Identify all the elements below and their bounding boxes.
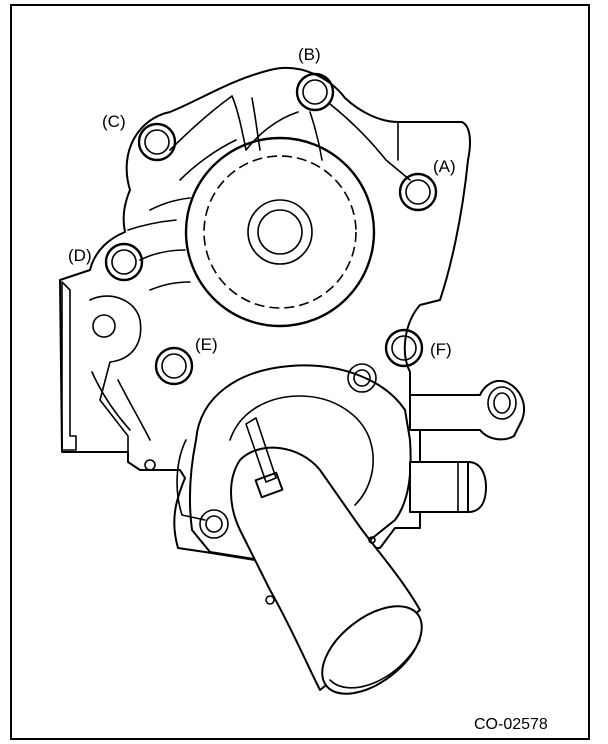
figure-code: CO-02578 xyxy=(474,716,548,733)
outlet-pipe-mouth-rim xyxy=(329,639,421,689)
upper-pipe xyxy=(409,380,525,441)
outlet-pipe-mouth xyxy=(321,605,423,695)
upper-ribs xyxy=(127,95,411,291)
lower-pipe xyxy=(409,461,471,513)
impeller-housing-dashed xyxy=(203,155,357,309)
impeller-hub-outer xyxy=(247,199,313,265)
label-D: (D) xyxy=(68,246,92,265)
bolt-C xyxy=(137,122,177,162)
bolt-E xyxy=(154,346,194,386)
upper-rib-2 xyxy=(179,97,261,181)
small-hole-left xyxy=(144,459,156,471)
upper-pipe-end xyxy=(487,386,517,420)
sensor-stem xyxy=(245,417,277,483)
left-boss-hole xyxy=(92,314,116,338)
label-E: (E) xyxy=(195,335,218,354)
bolt-unlabeled-lower xyxy=(199,509,229,539)
label-C: (C) xyxy=(102,112,126,131)
bolt-unlabeled-right xyxy=(347,363,377,393)
lower-pipe-end xyxy=(467,461,487,513)
bolt-B xyxy=(295,72,335,112)
small-stud-2 xyxy=(368,536,376,544)
thermostat-inner-ring xyxy=(229,395,374,506)
bolt-A xyxy=(398,172,438,212)
bolt-D xyxy=(104,242,144,282)
left-rib xyxy=(91,371,151,441)
label-F: (F) xyxy=(430,340,452,359)
left-bracket xyxy=(61,281,77,451)
impeller-hub-inner xyxy=(257,209,303,255)
upper-pipe-end-inner xyxy=(493,392,511,414)
bolt-F xyxy=(384,328,424,368)
label-B: (B) xyxy=(298,45,321,64)
impeller-housing-outer xyxy=(184,136,376,328)
bottom-lug xyxy=(176,439,206,521)
small-stud xyxy=(265,595,275,605)
left-bracket-inner xyxy=(89,295,142,453)
label-A: (A) xyxy=(433,157,456,176)
